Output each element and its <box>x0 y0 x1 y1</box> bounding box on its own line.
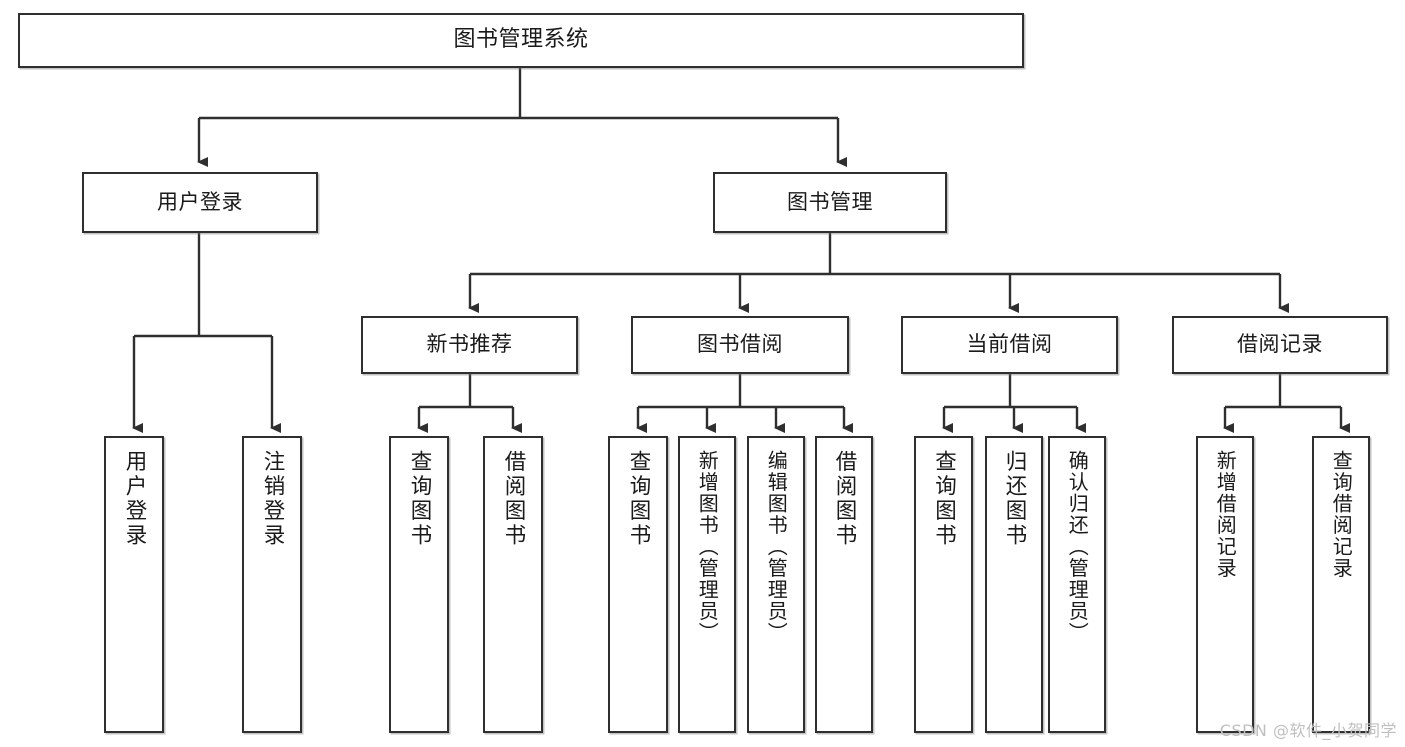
leaf-borrow-edit-book-admin[interactable]: 编辑图书（管理员） <box>747 436 805 733</box>
node-user-login[interactable]: 用户登录 <box>82 172 318 233</box>
node-label: 用户登录 <box>122 450 148 548</box>
node-label: 借阅图书 <box>501 450 527 548</box>
node-label: 查询图书 <box>626 450 652 548</box>
leaf-newbook-borrow-book[interactable]: 借阅图书 <box>483 436 543 733</box>
node-label: 新增图书（管理员） <box>695 450 720 644</box>
node-book-borrow[interactable]: 图书借阅 <box>631 316 849 374</box>
node-book-management[interactable]: 图书管理 <box>713 172 947 233</box>
node-label: 编辑图书（管理员） <box>764 450 789 644</box>
node-label: 归还图书 <box>1002 450 1028 548</box>
node-label: 确认归还（管理员） <box>1065 450 1090 644</box>
node-root-system[interactable]: 图书管理系统 <box>18 13 1024 68</box>
node-label: 查询图书 <box>407 450 433 548</box>
node-label: 当前借阅 <box>966 332 1053 357</box>
leaf-record-add-record[interactable]: 新增借阅记录 <box>1196 436 1254 733</box>
node-label: 查询借阅记录 <box>1329 450 1354 579</box>
leaf-current-confirm-return-admin[interactable]: 确认归还（管理员） <box>1048 436 1106 733</box>
node-label: 用户登录 <box>157 189 243 214</box>
node-label: 新增借阅记录 <box>1213 450 1238 579</box>
leaf-newbook-query-book[interactable]: 查询图书 <box>389 436 449 733</box>
leaf-borrow-query-book[interactable]: 查询图书 <box>608 436 668 733</box>
node-label: 借阅图书 <box>832 450 858 548</box>
node-borrow-record[interactable]: 借阅记录 <box>1172 316 1388 374</box>
node-label: 查询图书 <box>931 450 957 548</box>
leaf-record-query-record[interactable]: 查询借阅记录 <box>1312 436 1370 733</box>
node-label: 图书管理 <box>787 189 873 214</box>
leaf-current-return-book[interactable]: 归还图书 <box>985 436 1043 733</box>
leaf-borrow-borrow-book[interactable]: 借阅图书 <box>815 436 873 733</box>
node-new-book-recommend[interactable]: 新书推荐 <box>361 316 578 374</box>
leaf-current-query-book[interactable]: 查询图书 <box>914 436 973 733</box>
node-label: 借阅记录 <box>1237 332 1323 357</box>
node-current-borrow[interactable]: 当前借阅 <box>901 316 1118 374</box>
leaf-user-login[interactable]: 用户登录 <box>104 436 164 733</box>
node-label: 图书管理系统 <box>453 27 589 53</box>
leaf-borrow-add-book-admin[interactable]: 新增图书（管理员） <box>678 436 736 733</box>
csdn-watermark: CSDN @软件_小贺同学 <box>1219 721 1397 740</box>
node-label: 图书借阅 <box>697 332 783 357</box>
node-label: 新书推荐 <box>426 332 513 357</box>
node-label: 注销登录 <box>260 450 286 548</box>
leaf-user-logout[interactable]: 注销登录 <box>242 436 302 733</box>
